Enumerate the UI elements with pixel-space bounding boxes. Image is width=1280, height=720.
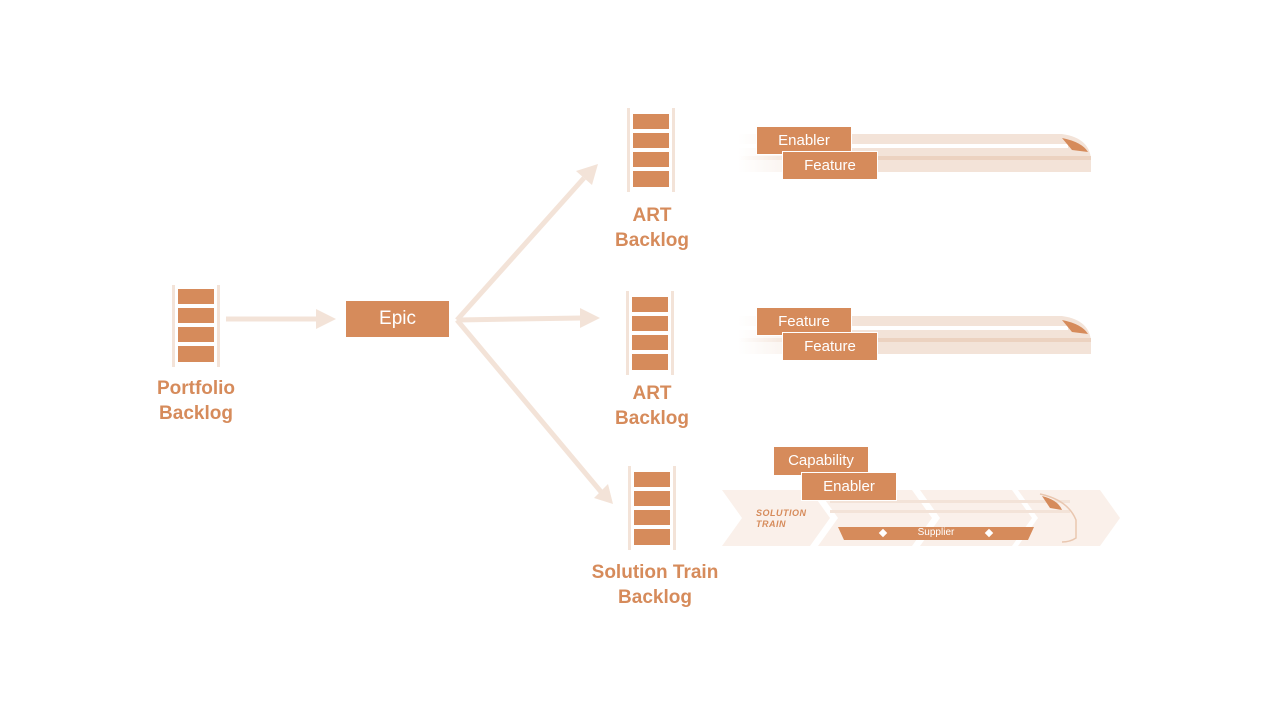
portfolio-label-line2: Backlog bbox=[159, 403, 233, 424]
backlog-stack-icon bbox=[628, 466, 676, 550]
art1-label-line2: Backlog bbox=[615, 230, 689, 251]
feature-tag: Feature bbox=[782, 332, 878, 361]
feature-tag: Feature bbox=[756, 307, 852, 336]
portfolio-label-line1: Portfolio bbox=[156, 378, 236, 399]
arrow-icon bbox=[455, 164, 598, 322]
backlog-stack-icon bbox=[627, 108, 675, 192]
solution-label-line1: Solution Train bbox=[591, 562, 719, 583]
backlog-stack-icon bbox=[626, 291, 674, 375]
portfolio-backlog-label: Portfolio Backlog bbox=[136, 376, 256, 426]
epic-box: Epic bbox=[346, 301, 449, 337]
capability-tag: Capability bbox=[773, 446, 869, 476]
solution-train-text: SOLUTION TRAIN bbox=[756, 508, 826, 530]
art-backlog-label-2: ART Backlog bbox=[592, 381, 712, 431]
solution-train-backlog-label: Solution Train Backlog bbox=[572, 560, 738, 610]
solution-train-text-line2: TRAIN bbox=[756, 519, 786, 529]
arrow-icon bbox=[455, 318, 613, 504]
solution-label-line2: Backlog bbox=[618, 587, 692, 608]
solution-train-text-line1: SOLUTION bbox=[756, 508, 807, 518]
art2-label-line2: Backlog bbox=[615, 408, 689, 429]
art2-label-line1: ART bbox=[632, 383, 672, 404]
enabler-tag: Enabler bbox=[801, 472, 897, 501]
arrow-icon bbox=[226, 309, 336, 329]
art1-label-line1: ART bbox=[632, 205, 672, 226]
art-backlog-label-1: ART Backlog bbox=[592, 203, 712, 253]
train-icon bbox=[722, 490, 1120, 546]
arrow-icon bbox=[456, 308, 600, 328]
diamond-icon bbox=[878, 528, 888, 538]
supplier-label: Supplier bbox=[917, 527, 955, 538]
backlog-stack-icon bbox=[172, 285, 220, 367]
diamond-icon bbox=[984, 528, 994, 538]
feature-tag: Feature bbox=[782, 151, 878, 180]
